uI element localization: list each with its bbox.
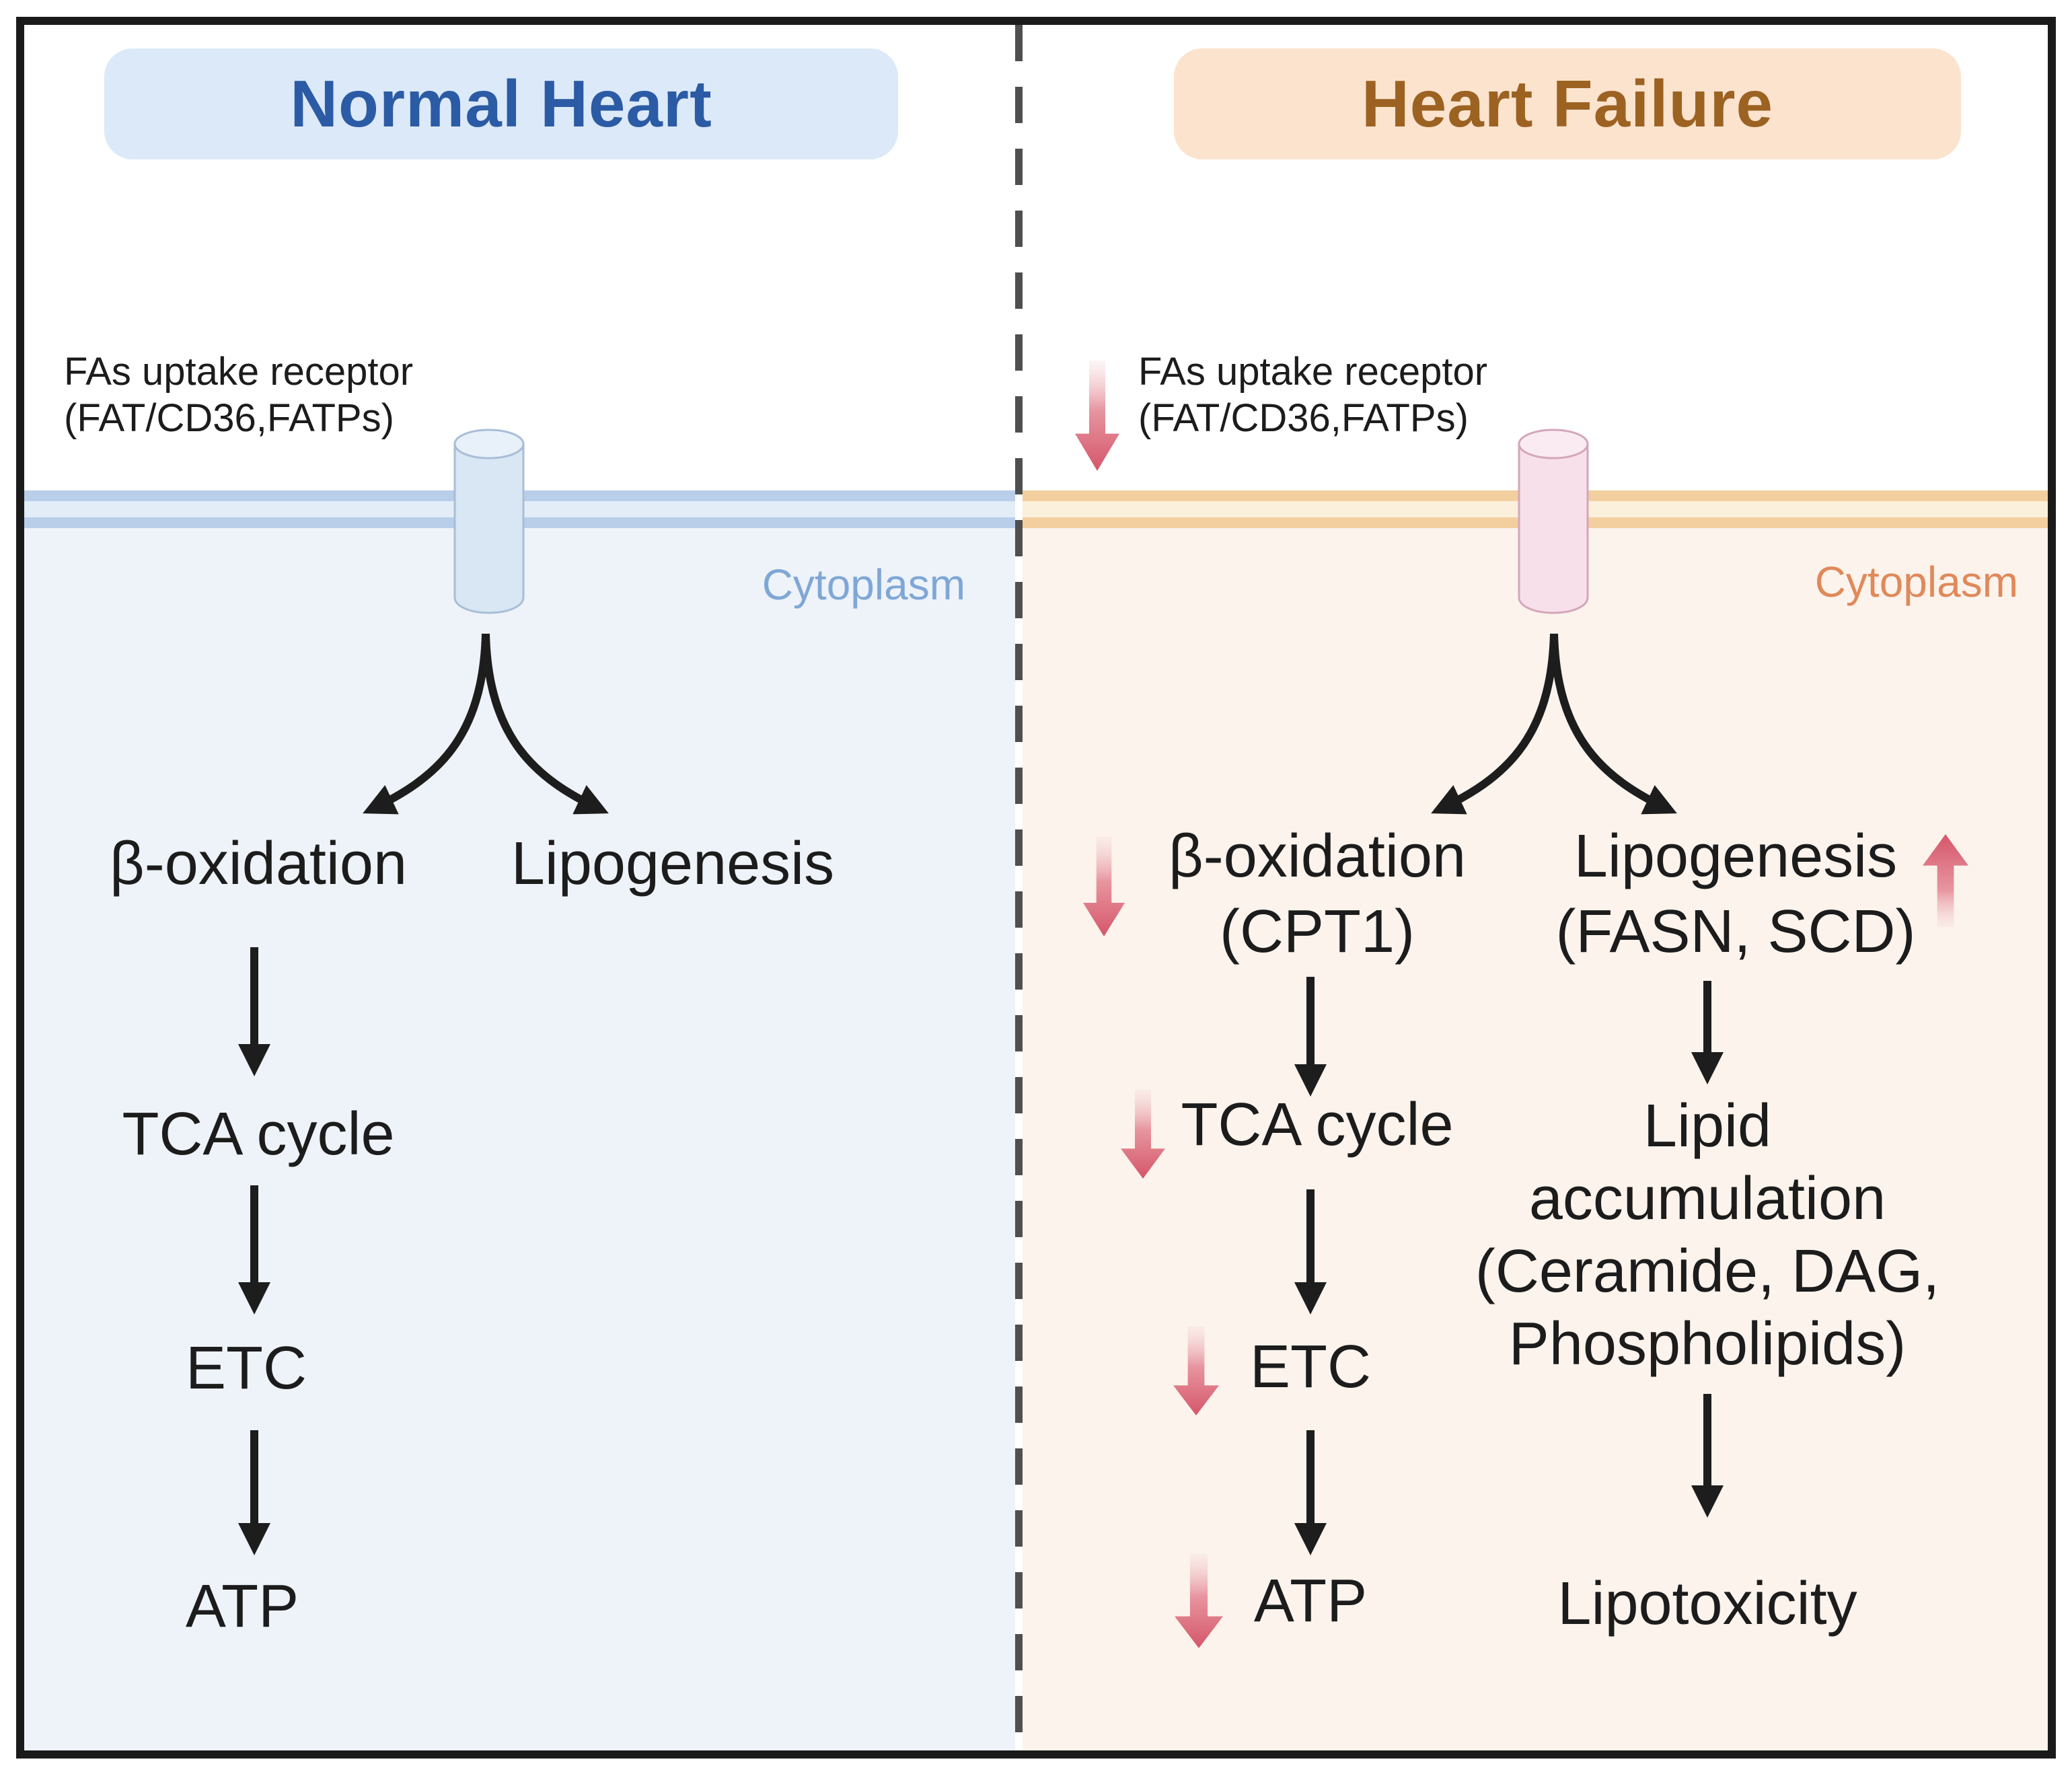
normal-tca-cycle-label: TCA cycle bbox=[122, 1101, 395, 1168]
failure-cytoplasm-label: Cytoplasm bbox=[1814, 558, 2018, 606]
normal-receptor-label-line1: FAs uptake receptor bbox=[64, 350, 414, 394]
normal-etc-label: ETC bbox=[186, 1335, 307, 1402]
failure-lipogenesis-line2: (FASN, SCD) bbox=[1555, 898, 1916, 965]
failure-lipogenesis-label: Lipogenesis (FASN, SCD) bbox=[1555, 819, 1915, 969]
heart-failure-title-pill: Heart Failure bbox=[1174, 48, 1961, 159]
failure-lipid-accumulation-line3: (Ceramide, DAG, bbox=[1475, 1238, 1940, 1305]
failure-receptor-label-line1: FAs uptake receptor bbox=[1138, 350, 1488, 394]
failure-tca-cycle-label: TCA cycle bbox=[1181, 1091, 1454, 1158]
panel-divider-dashed-line bbox=[1015, 25, 1023, 1750]
failure-receptor-label: FAs uptake receptor (FAT/CD36,FATPs) bbox=[1138, 348, 1487, 441]
failure-beta-oxidation-line1: β-oxidation bbox=[1168, 823, 1467, 890]
failure-lipotoxicity-label: Lipotoxicity bbox=[1557, 1570, 1857, 1637]
failure-beta-oxidation-label: β-oxidation (CPT1) bbox=[1169, 819, 1466, 969]
normal-receptor-label: FAs uptake receptor (FAT/CD36,FATPs) bbox=[64, 348, 413, 441]
failure-lipogenesis-line1: Lipogenesis bbox=[1574, 823, 1898, 890]
figure-border bbox=[16, 17, 2056, 1759]
receptor-decrease-arrow-icon bbox=[1075, 361, 1119, 471]
failure-atp-label: ATP bbox=[1253, 1567, 1368, 1635]
failure-lipid-accumulation-label: Lipid accumulation (Ceramide, DAG, Phosp… bbox=[1475, 1090, 1939, 1380]
failure-lipid-accumulation-line2: accumulation bbox=[1528, 1165, 1886, 1232]
normal-lipogenesis-label: Lipogenesis bbox=[511, 830, 835, 897]
heart-failure-title: Heart Failure bbox=[1361, 67, 1774, 141]
failure-lipid-accumulation-line1: Lipid bbox=[1643, 1093, 1772, 1160]
tca-decrease-arrow-icon bbox=[1121, 1089, 1165, 1179]
failure-lipid-accumulation-line4: Phospholipids) bbox=[1508, 1310, 1907, 1378]
lipogenesis-increase-arrow-icon bbox=[1923, 834, 1968, 928]
atp-decrease-arrow-icon bbox=[1175, 1553, 1223, 1648]
normal-beta-oxidation-label: β-oxidation bbox=[109, 830, 408, 897]
beta-oxidation-decrease-arrow-icon bbox=[1083, 837, 1125, 936]
etc-decrease-arrow-icon bbox=[1173, 1326, 1219, 1415]
normal-cytoplasm-label: Cytoplasm bbox=[762, 560, 965, 609]
failure-receptor-label-line2: (FAT/CD36,FATPs) bbox=[1138, 396, 1469, 440]
failure-beta-oxidation-line2: (CPT1) bbox=[1219, 898, 1415, 965]
normal-heart-title-pill: Normal Heart bbox=[104, 48, 898, 159]
failure-fa-receptor-cylinder bbox=[1518, 429, 1589, 614]
normal-fa-receptor-cylinder bbox=[453, 429, 525, 614]
normal-receptor-label-line2: (FAT/CD36,FATPs) bbox=[64, 396, 394, 440]
normal-atp-label: ATP bbox=[185, 1573, 299, 1640]
failure-etc-label: ETC bbox=[1250, 1333, 1371, 1401]
normal-heart-title: Normal Heart bbox=[290, 67, 712, 141]
